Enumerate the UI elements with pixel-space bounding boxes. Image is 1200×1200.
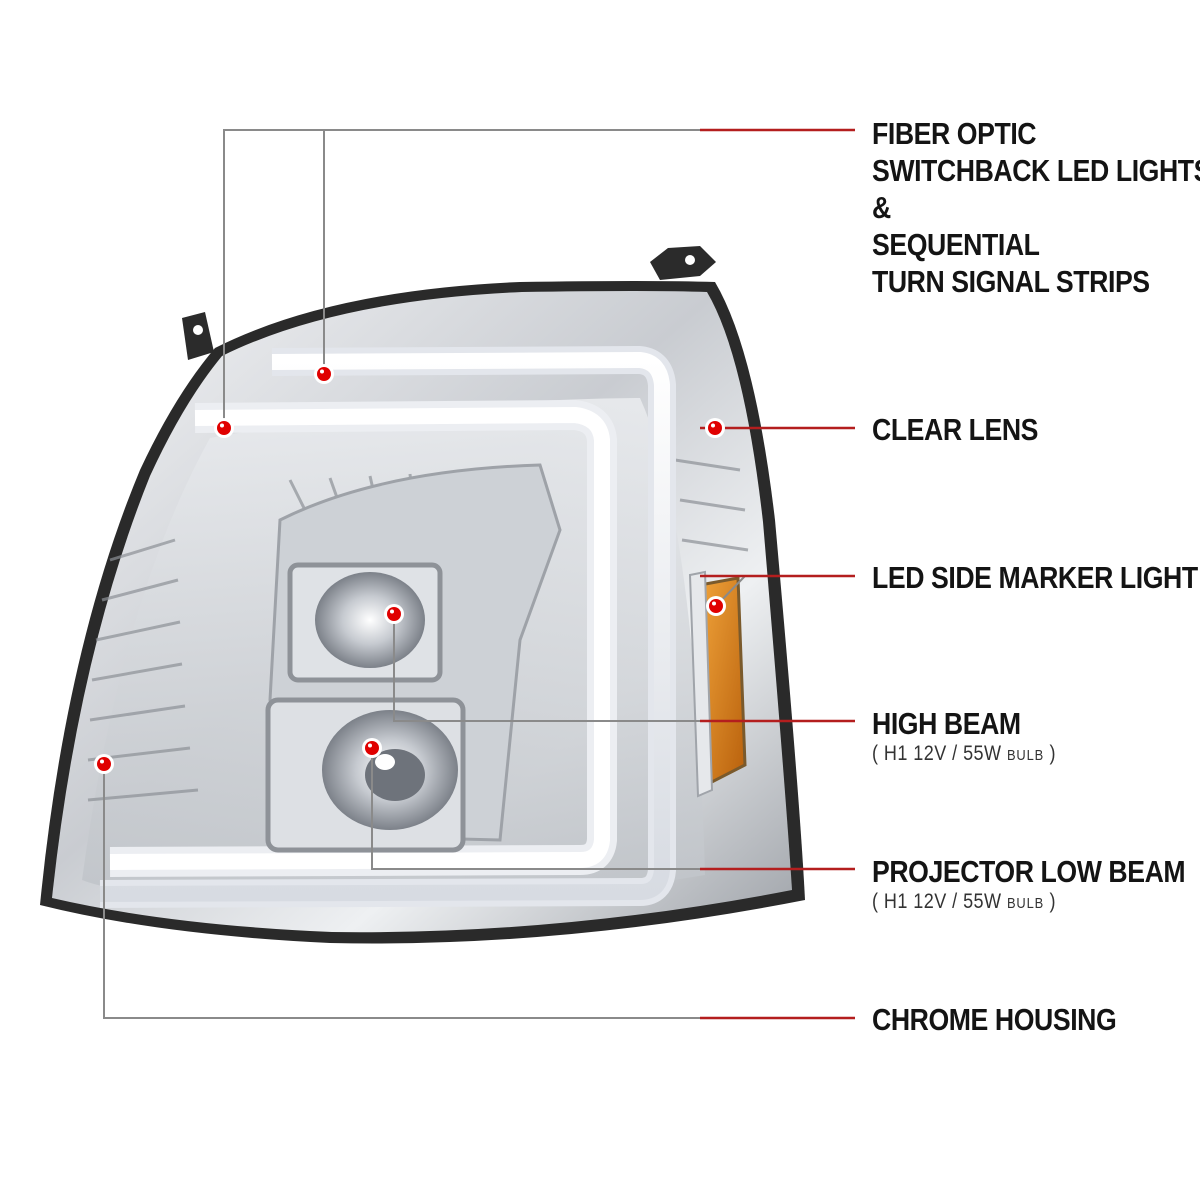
spec-unit: BULB xyxy=(1006,895,1045,912)
leader-fiber-optic xyxy=(214,128,855,438)
callout-dot-highlight xyxy=(368,743,372,748)
mount-tab-right xyxy=(650,246,716,280)
callout-line: & xyxy=(872,190,891,225)
high-beam-lens xyxy=(315,572,425,668)
spec-open: ( xyxy=(872,742,879,765)
callout-line: HIGH BEAM xyxy=(872,706,1021,741)
callout-line: LED SIDE MARKER LIGHT xyxy=(872,560,1198,595)
bulb-spec: ( H1 12V / 55W BULB ) xyxy=(872,742,1056,768)
callout-line: SEQUENTIAL xyxy=(872,227,1040,262)
spec-value: H1 12V / 55W xyxy=(883,890,1002,913)
callout-label-chrome-housing: CHROME HOUSING xyxy=(872,1001,1117,1038)
spec-value: H1 12V / 55W xyxy=(883,742,1002,765)
callout-label-low-beam: PROJECTOR LOW BEAM ( H1 12V / 55W BULB ) xyxy=(872,853,1186,916)
leader-line xyxy=(371,748,855,870)
callout-dot xyxy=(217,421,231,435)
callout-line: PROJECTOR LOW BEAM xyxy=(872,854,1186,889)
callout-label-side-marker: LED SIDE MARKER LIGHT xyxy=(872,559,1198,596)
leader-line xyxy=(103,764,855,1019)
callout-dot xyxy=(97,757,111,771)
callout-dot xyxy=(708,421,722,435)
bulb-spec: ( H1 12V / 55W BULB ) xyxy=(872,890,1185,916)
callout-line: CHROME HOUSING xyxy=(872,1002,1117,1037)
leader-side-marker xyxy=(700,574,855,616)
callout-dot-highlight xyxy=(220,423,224,428)
leader-chrome-housing xyxy=(94,754,855,1020)
callout-dot-highlight xyxy=(390,609,394,614)
callout-dot xyxy=(387,607,401,621)
spec-unit: BULB xyxy=(1006,747,1045,764)
callout-dot-highlight xyxy=(320,369,324,374)
spec-open: ( xyxy=(872,890,879,913)
callout-label-fiber-optic: FIBER OPTIC SWITCHBACK LED LIGHTS & SEQU… xyxy=(872,115,1200,300)
mount-tab-left xyxy=(182,312,214,360)
callout-label-clear-lens: CLEAR LENS xyxy=(872,411,1038,448)
leader-line xyxy=(393,614,855,722)
callout-dot-highlight xyxy=(712,601,716,606)
callout-dot-highlight xyxy=(711,423,715,428)
callout-dot xyxy=(317,367,331,381)
leader-clear-lens xyxy=(700,418,855,438)
callout-label-high-beam: HIGH BEAM ( H1 12V / 55W BULB ) xyxy=(872,705,1056,768)
callout-dot xyxy=(365,741,379,755)
callout-line: FIBER OPTIC xyxy=(872,116,1037,151)
callout-line: TURN SIGNAL STRIPS xyxy=(872,264,1150,299)
callout-line: CLEAR LENS xyxy=(872,412,1039,447)
leader-high-beam xyxy=(384,604,855,723)
callout-dot-highlight xyxy=(100,759,104,764)
callout-line: SWITCHBACK LED LIGHTS xyxy=(872,153,1200,188)
leader-low-beam xyxy=(362,738,855,871)
spec-close: ) xyxy=(1049,890,1056,913)
spec-close: ) xyxy=(1049,742,1056,765)
leader-line xyxy=(715,575,855,607)
leader-line xyxy=(223,129,855,428)
callout-dot xyxy=(709,599,723,613)
